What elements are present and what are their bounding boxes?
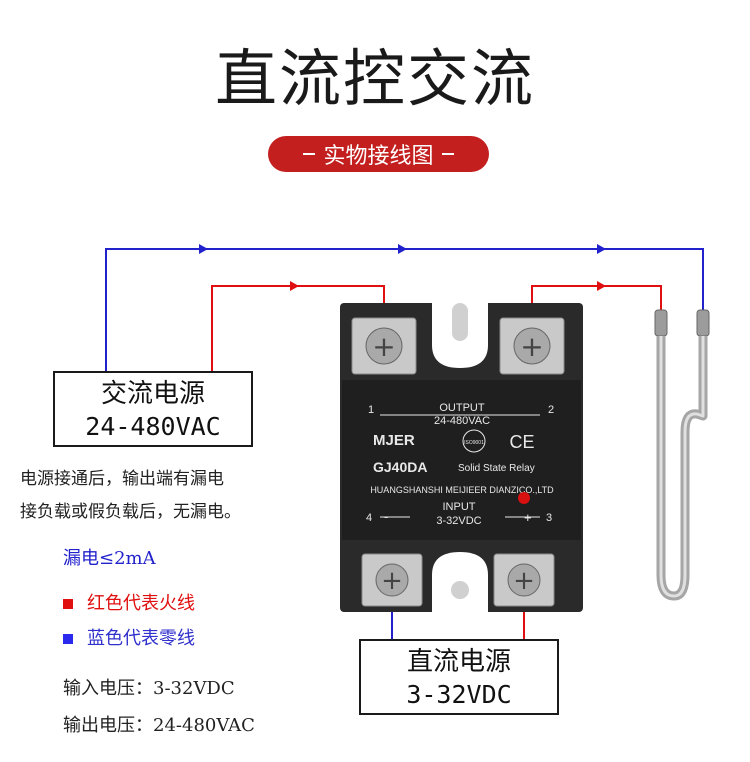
dc-source-voltage: 3-32VDC <box>406 680 512 709</box>
output-voltage-spec: 输出电压：24-480VAC <box>63 715 255 736</box>
neutral-arrow-2 <box>398 244 407 254</box>
relay-brand: MJER <box>373 432 415 449</box>
indicator-led <box>518 492 530 504</box>
subtitle-text: 实物接线图 <box>323 144 434 169</box>
relay-terminal-4: 4 <box>366 512 372 524</box>
legend-blue-label: 蓝色代表零线 <box>87 628 195 649</box>
relay-plus: + <box>524 510 532 525</box>
ac-source-voltage: 24-480VAC <box>85 412 221 441</box>
legend-blue: 蓝色代表零线 <box>63 624 195 650</box>
ac-source-label: 交流电源 <box>100 379 205 409</box>
relay-output-range: 24-480VAC <box>434 415 490 427</box>
leakage-spec: 漏电≤2mA <box>63 548 156 569</box>
svg-text:+: + <box>381 566 403 596</box>
relay-input-label: INPUT <box>443 501 476 513</box>
relay-terminal-1: 1 <box>368 404 374 416</box>
terminal-2-screw <box>513 327 551 365</box>
relay-terminal-2: 2 <box>548 404 554 416</box>
relay-terminal-3: 3 <box>546 512 552 524</box>
live-arrow-1 <box>290 281 299 291</box>
blue-square-icon <box>63 634 73 644</box>
neutral-arrow-3 <box>597 244 606 254</box>
dc-source-label: 直流电源 <box>406 647 511 677</box>
relay-maker: HUANGSHANSHI MEIJIEER DIANZICO.,LTD <box>370 485 554 495</box>
solid-state-relay: + + + + OUTPUT 24-480VAC 1 2 MJER ISO900… <box>340 303 583 612</box>
live-arrow-2 <box>597 281 606 291</box>
relay-type: Solid State Relay <box>458 463 535 474</box>
legend-red-label: 红色代表火线 <box>87 593 195 614</box>
svg-text:+: + <box>520 330 543 363</box>
dash-left <box>303 153 316 155</box>
terminal-4-screw <box>375 563 409 597</box>
leakage-note-line2: 接负载或假负载后，无漏电。 <box>20 502 241 522</box>
relay-output-label: OUTPUT <box>439 402 485 414</box>
neutral-arrow-1 <box>199 244 208 254</box>
input-voltage-spec: 输入电压：3-32VDC <box>63 678 235 699</box>
relay-ce: CE <box>509 432 534 452</box>
svg-text:+: + <box>513 566 535 596</box>
dc-power-source-box: 直流电源 3-32VDC <box>359 639 559 715</box>
terminal-1-screw <box>365 327 403 365</box>
svg-text:+: + <box>372 330 395 363</box>
dash-right <box>441 153 454 155</box>
relay-minus: - <box>384 509 388 524</box>
page-title: 直流控交流 <box>214 42 535 115</box>
relay-input-range: 3-32VDC <box>436 515 481 527</box>
terminal-3-screw <box>507 563 541 597</box>
iso-seal <box>462 429 486 453</box>
red-square-icon <box>63 599 73 609</box>
subtitle-badge: 实物接线图 <box>268 136 489 172</box>
heater-element <box>654 309 710 601</box>
relay-iso: ISO9001 <box>464 440 484 446</box>
leakage-note: 电源接通后，输出端有漏电 接负载或假负载后，无漏电。 <box>20 463 241 529</box>
relay-model: GJ40DA <box>373 459 427 475</box>
legend-red: 红色代表火线 <box>63 589 195 615</box>
ac-power-source-box: 交流电源 24-480VAC <box>53 371 253 447</box>
leakage-note-line1: 电源接通后，输出端有漏电 <box>20 469 224 489</box>
